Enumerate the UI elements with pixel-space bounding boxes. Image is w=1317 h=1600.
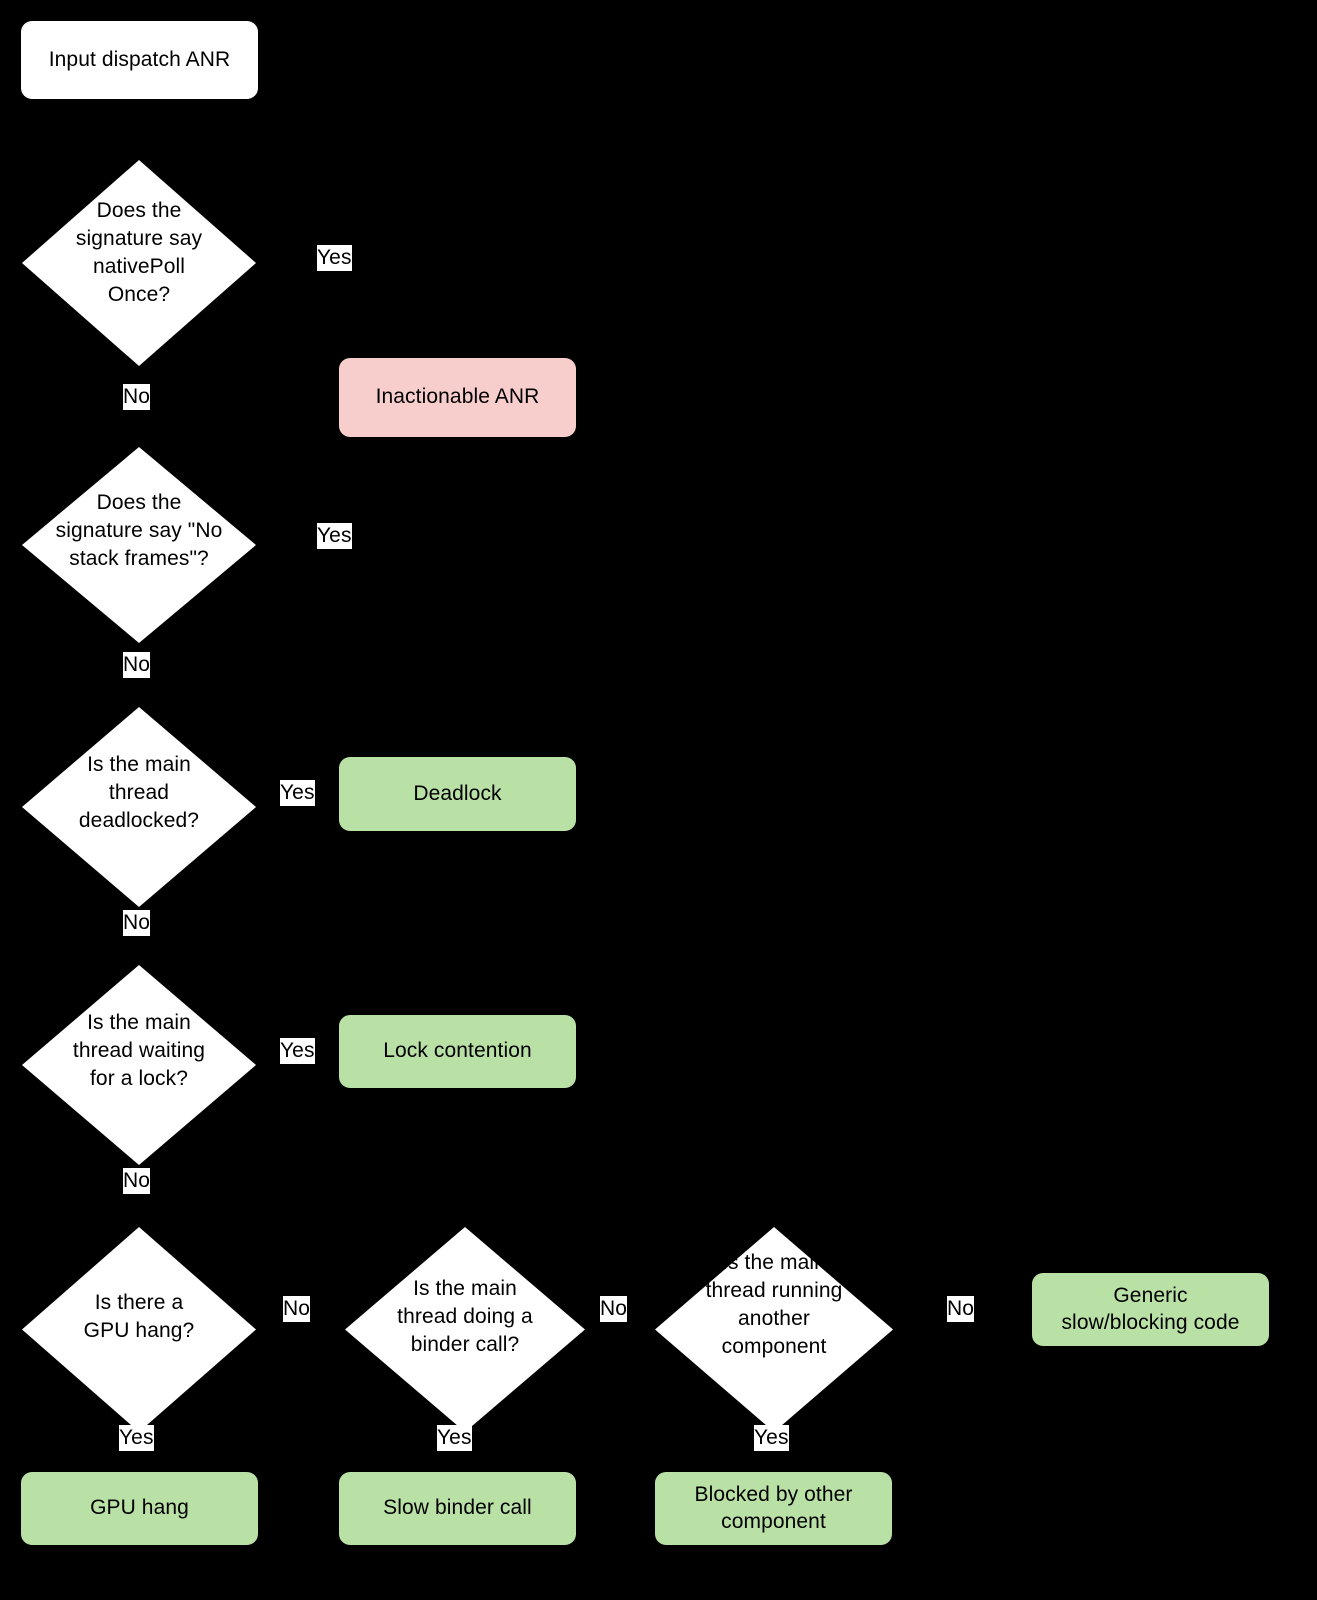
edge-label-waiting-for-lock-no: No [123, 1168, 151, 1195]
node-result-blocked-by-other-component[interactable]: Blocked by other component [655, 1472, 892, 1545]
node-question-running-another-component[interactable]: Is the main thread running another compo… [655, 1227, 893, 1432]
node-question-native-poll-once[interactable]: Does the signature say nativePoll Once? [22, 160, 256, 366]
edge-label-running-another-component-yes: Yes [754, 1425, 789, 1452]
node-question-no-stack-frames[interactable]: Does the signature say "No stack frames"… [22, 447, 256, 643]
node-result-gpu-hang[interactable]: GPU hang [21, 1472, 258, 1545]
node-result-slow-binder-call[interactable]: Slow binder call [339, 1472, 576, 1545]
node-question-main-thread-deadlocked[interactable]: Is the main thread deadlocked? [22, 707, 256, 907]
edge-label-deadlocked-yes: Yes [280, 780, 315, 807]
diamond-shape [345, 1227, 585, 1432]
edge-label-deadlocked-no: No [123, 910, 151, 937]
node-result-lock-contention[interactable]: Lock contention [339, 1015, 576, 1088]
diamond-shape [22, 1227, 256, 1432]
diamond-shape [655, 1227, 893, 1432]
node-result-generic-slow-blocking-code[interactable]: Generic slow/blocking code [1032, 1273, 1269, 1346]
edge-label-native-poll-once-yes: Yes [317, 245, 352, 272]
edge-label-no-stack-frames-yes: Yes [317, 523, 352, 550]
edge-label-native-poll-once-no: No [123, 384, 151, 411]
edge-label-waiting-for-lock-yes: Yes [280, 1038, 315, 1065]
diamond-shape [22, 160, 256, 366]
node-result-inactionable-anr[interactable]: Inactionable ANR [339, 358, 576, 437]
edge-label-binder-call-yes: Yes [437, 1425, 472, 1452]
edge-label-gpu-hang-yes: Yes [119, 1425, 154, 1452]
diamond-shape [22, 965, 256, 1165]
diamond-shape [22, 447, 256, 643]
edge-label-no-stack-frames-no: No [123, 652, 151, 679]
edge-label-binder-call-no: No [600, 1296, 628, 1323]
node-question-binder-call[interactable]: Is the main thread doing a binder call? [345, 1227, 585, 1432]
node-question-waiting-for-lock[interactable]: Is the main thread waiting for a lock? [22, 965, 256, 1165]
node-result-deadlock[interactable]: Deadlock [339, 757, 576, 831]
diamond-shape [22, 707, 256, 907]
edge-label-running-another-component-no: No [947, 1296, 975, 1323]
node-input-dispatch-anr[interactable]: Input dispatch ANR [21, 21, 258, 99]
edge-label-gpu-hang-no: No [283, 1296, 311, 1323]
node-question-gpu-hang[interactable]: Is there a GPU hang? [22, 1227, 256, 1432]
